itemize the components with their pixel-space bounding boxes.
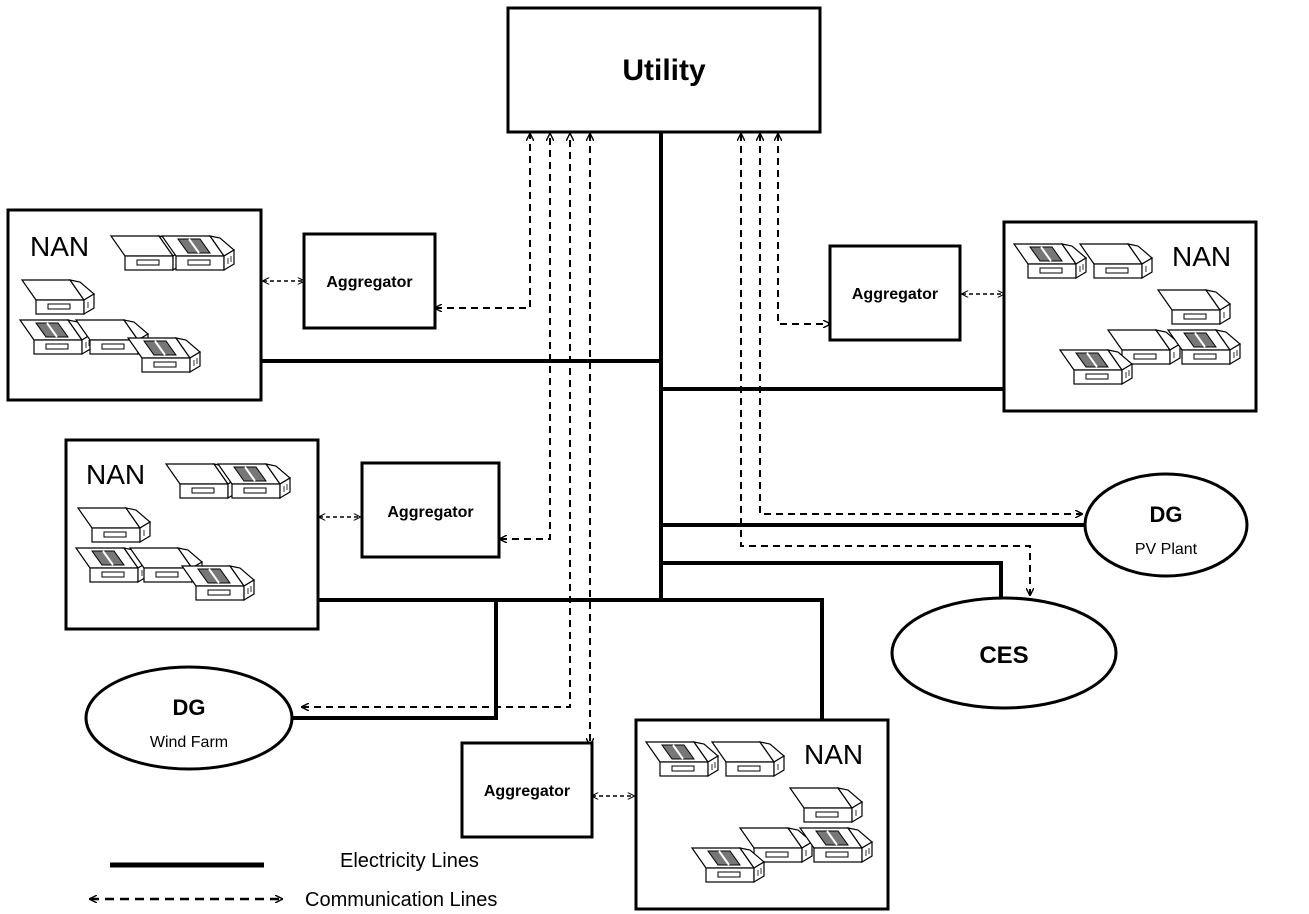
aggregator-label: Aggregator	[484, 783, 570, 800]
comm-utility-dg-wind	[302, 134, 570, 707]
aggregator-2: Aggregator	[360, 461, 501, 559]
aggregator-nan-links	[263, 281, 1004, 796]
utility-label: Utility	[622, 54, 706, 87]
utility-node: Utility	[506, 6, 822, 134]
aggregator-label: Aggregator	[326, 274, 412, 291]
nan-bottom: NAN	[634, 718, 890, 911]
aggregator-1: Aggregator	[302, 232, 437, 330]
comm-utility-ces	[741, 134, 1030, 595]
nan-mid-left: NAN	[64, 438, 320, 631]
comm-utility-agg-3	[778, 134, 830, 324]
dg-wind-farm: DG Wind Farm	[84, 665, 294, 771]
aggregator-3: Aggregator	[828, 244, 962, 342]
dg-wind-title: DG	[173, 695, 206, 720]
legend-electricity-label: Electricity Lines	[340, 850, 479, 872]
communication-lines	[302, 134, 1082, 745]
line-nan-bottom	[661, 598, 824, 720]
dg-pv-subtitle: PV Plant	[1135, 541, 1198, 558]
line-dg-wind	[290, 600, 498, 720]
aggregator-4: Aggregator	[460, 741, 594, 839]
nan-label: NAN	[86, 459, 145, 490]
legend-communication-label: Communication Lines	[305, 889, 497, 911]
dg-pv-title: DG	[1150, 502, 1183, 527]
nan-label: NAN	[30, 231, 89, 262]
dg-pv-plant: DG PV Plant	[1083, 472, 1249, 578]
nan-label: NAN	[804, 739, 863, 770]
legend: Electricity Lines Communication Lines	[90, 850, 497, 911]
dg-wind-subtitle: Wind Farm	[150, 734, 228, 751]
ces-node: CES	[890, 596, 1118, 710]
aggregator-label: Aggregator	[387, 504, 473, 521]
ces-label: CES	[979, 642, 1028, 669]
nan-right: NAN	[1002, 220, 1258, 413]
comm-utility-agg-2	[500, 134, 550, 539]
line-ces	[661, 561, 1003, 600]
nan-top-left: NAN	[6, 208, 263, 402]
nan-label: NAN	[1172, 241, 1231, 272]
aggregator-label: Aggregator	[852, 286, 938, 303]
comm-utility-agg-1	[435, 134, 530, 308]
